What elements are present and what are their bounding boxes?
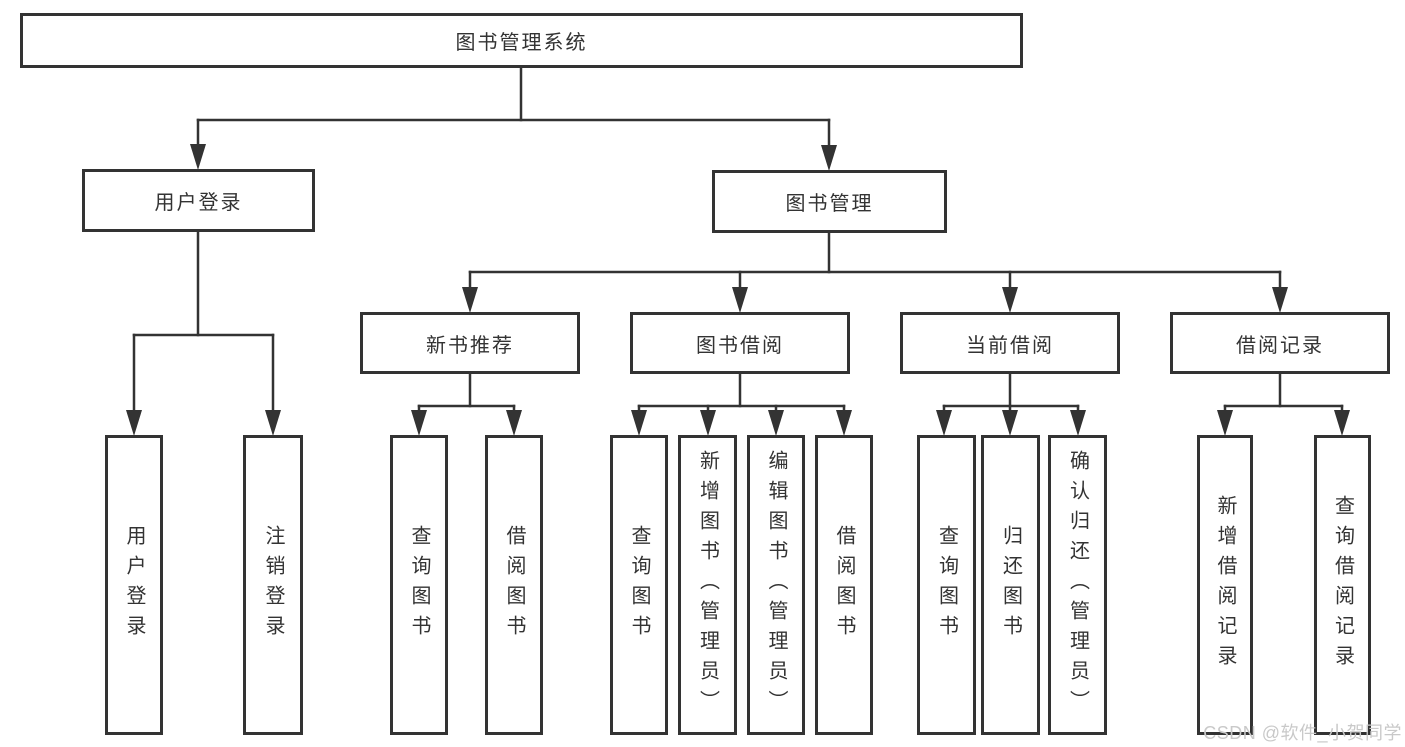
leaf-add-books-admin: 新增图书（管理员） bbox=[678, 435, 737, 735]
node-book-management-label: 图书管理 bbox=[785, 193, 874, 215]
leaf-return-books-label: 归还图书 bbox=[999, 525, 1022, 645]
leaf-query-books-borrowing-label: 查询图书 bbox=[628, 525, 650, 645]
leaf-borrow-books-recommend-label: 借阅图书 bbox=[503, 525, 525, 645]
leaf-user-login-label: 用户登录 bbox=[123, 525, 145, 645]
leaf-add-borrow-record-label: 新增借阅记录 bbox=[1214, 495, 1236, 675]
node-borrowing-records: 借阅记录 bbox=[1170, 312, 1390, 374]
leaf-confirm-return-admin: 确认归还（管理员） bbox=[1048, 435, 1107, 735]
node-current-borrowing: 当前借阅 bbox=[900, 312, 1120, 374]
leaf-query-borrow-record-label: 查询借阅记录 bbox=[1331, 495, 1354, 675]
leaf-return-books: 归还图书 bbox=[981, 435, 1040, 735]
node-book-borrowing-label: 图书借阅 bbox=[696, 334, 784, 357]
leaf-borrow-books-borrowing: 借阅图书 bbox=[815, 435, 873, 735]
leaf-logout: 注销登录 bbox=[243, 435, 303, 735]
leaf-query-books-recommend: 查询图书 bbox=[390, 435, 448, 735]
node-root: 图书管理系统 bbox=[20, 13, 1023, 68]
node-user-login-label: 用户登录 bbox=[154, 192, 243, 214]
leaf-query-books-current-label: 查询图书 bbox=[935, 525, 958, 645]
leaf-confirm-return-admin-label: 确认归还（管理员） bbox=[1066, 450, 1089, 720]
leaf-borrow-books-recommend: 借阅图书 bbox=[485, 435, 543, 735]
node-borrowing-records-label: 借阅记录 bbox=[1236, 334, 1324, 357]
leaf-user-login: 用户登录 bbox=[105, 435, 163, 735]
node-current-borrowing-label: 当前借阅 bbox=[966, 334, 1054, 357]
node-user-login: 用户登录 bbox=[82, 169, 315, 232]
leaf-add-books-admin-label: 新增图书（管理员） bbox=[696, 450, 719, 720]
leaf-query-books-current: 查询图书 bbox=[917, 435, 976, 735]
node-root-label: 图书管理系统 bbox=[455, 32, 588, 54]
node-new-book-recommend-label: 新书推荐 bbox=[426, 334, 514, 357]
node-book-borrowing: 图书借阅 bbox=[630, 312, 850, 374]
leaf-edit-books-admin-label: 编辑图书（管理员） bbox=[765, 450, 787, 720]
leaf-logout-label: 注销登录 bbox=[262, 525, 284, 645]
leaf-add-borrow-record: 新增借阅记录 bbox=[1197, 435, 1253, 735]
csdn-watermark: CSDN @软件_小贺同学 bbox=[1203, 723, 1402, 743]
leaf-query-books-borrowing: 查询图书 bbox=[610, 435, 668, 735]
leaf-edit-books-admin: 编辑图书（管理员） bbox=[747, 435, 805, 735]
leaf-query-books-recommend-label: 查询图书 bbox=[408, 525, 430, 645]
leaf-query-borrow-record: 查询借阅记录 bbox=[1314, 435, 1371, 735]
leaf-borrow-books-borrowing-label: 借阅图书 bbox=[833, 525, 855, 645]
node-book-management: 图书管理 bbox=[712, 170, 947, 233]
node-new-book-recommend: 新书推荐 bbox=[360, 312, 580, 374]
